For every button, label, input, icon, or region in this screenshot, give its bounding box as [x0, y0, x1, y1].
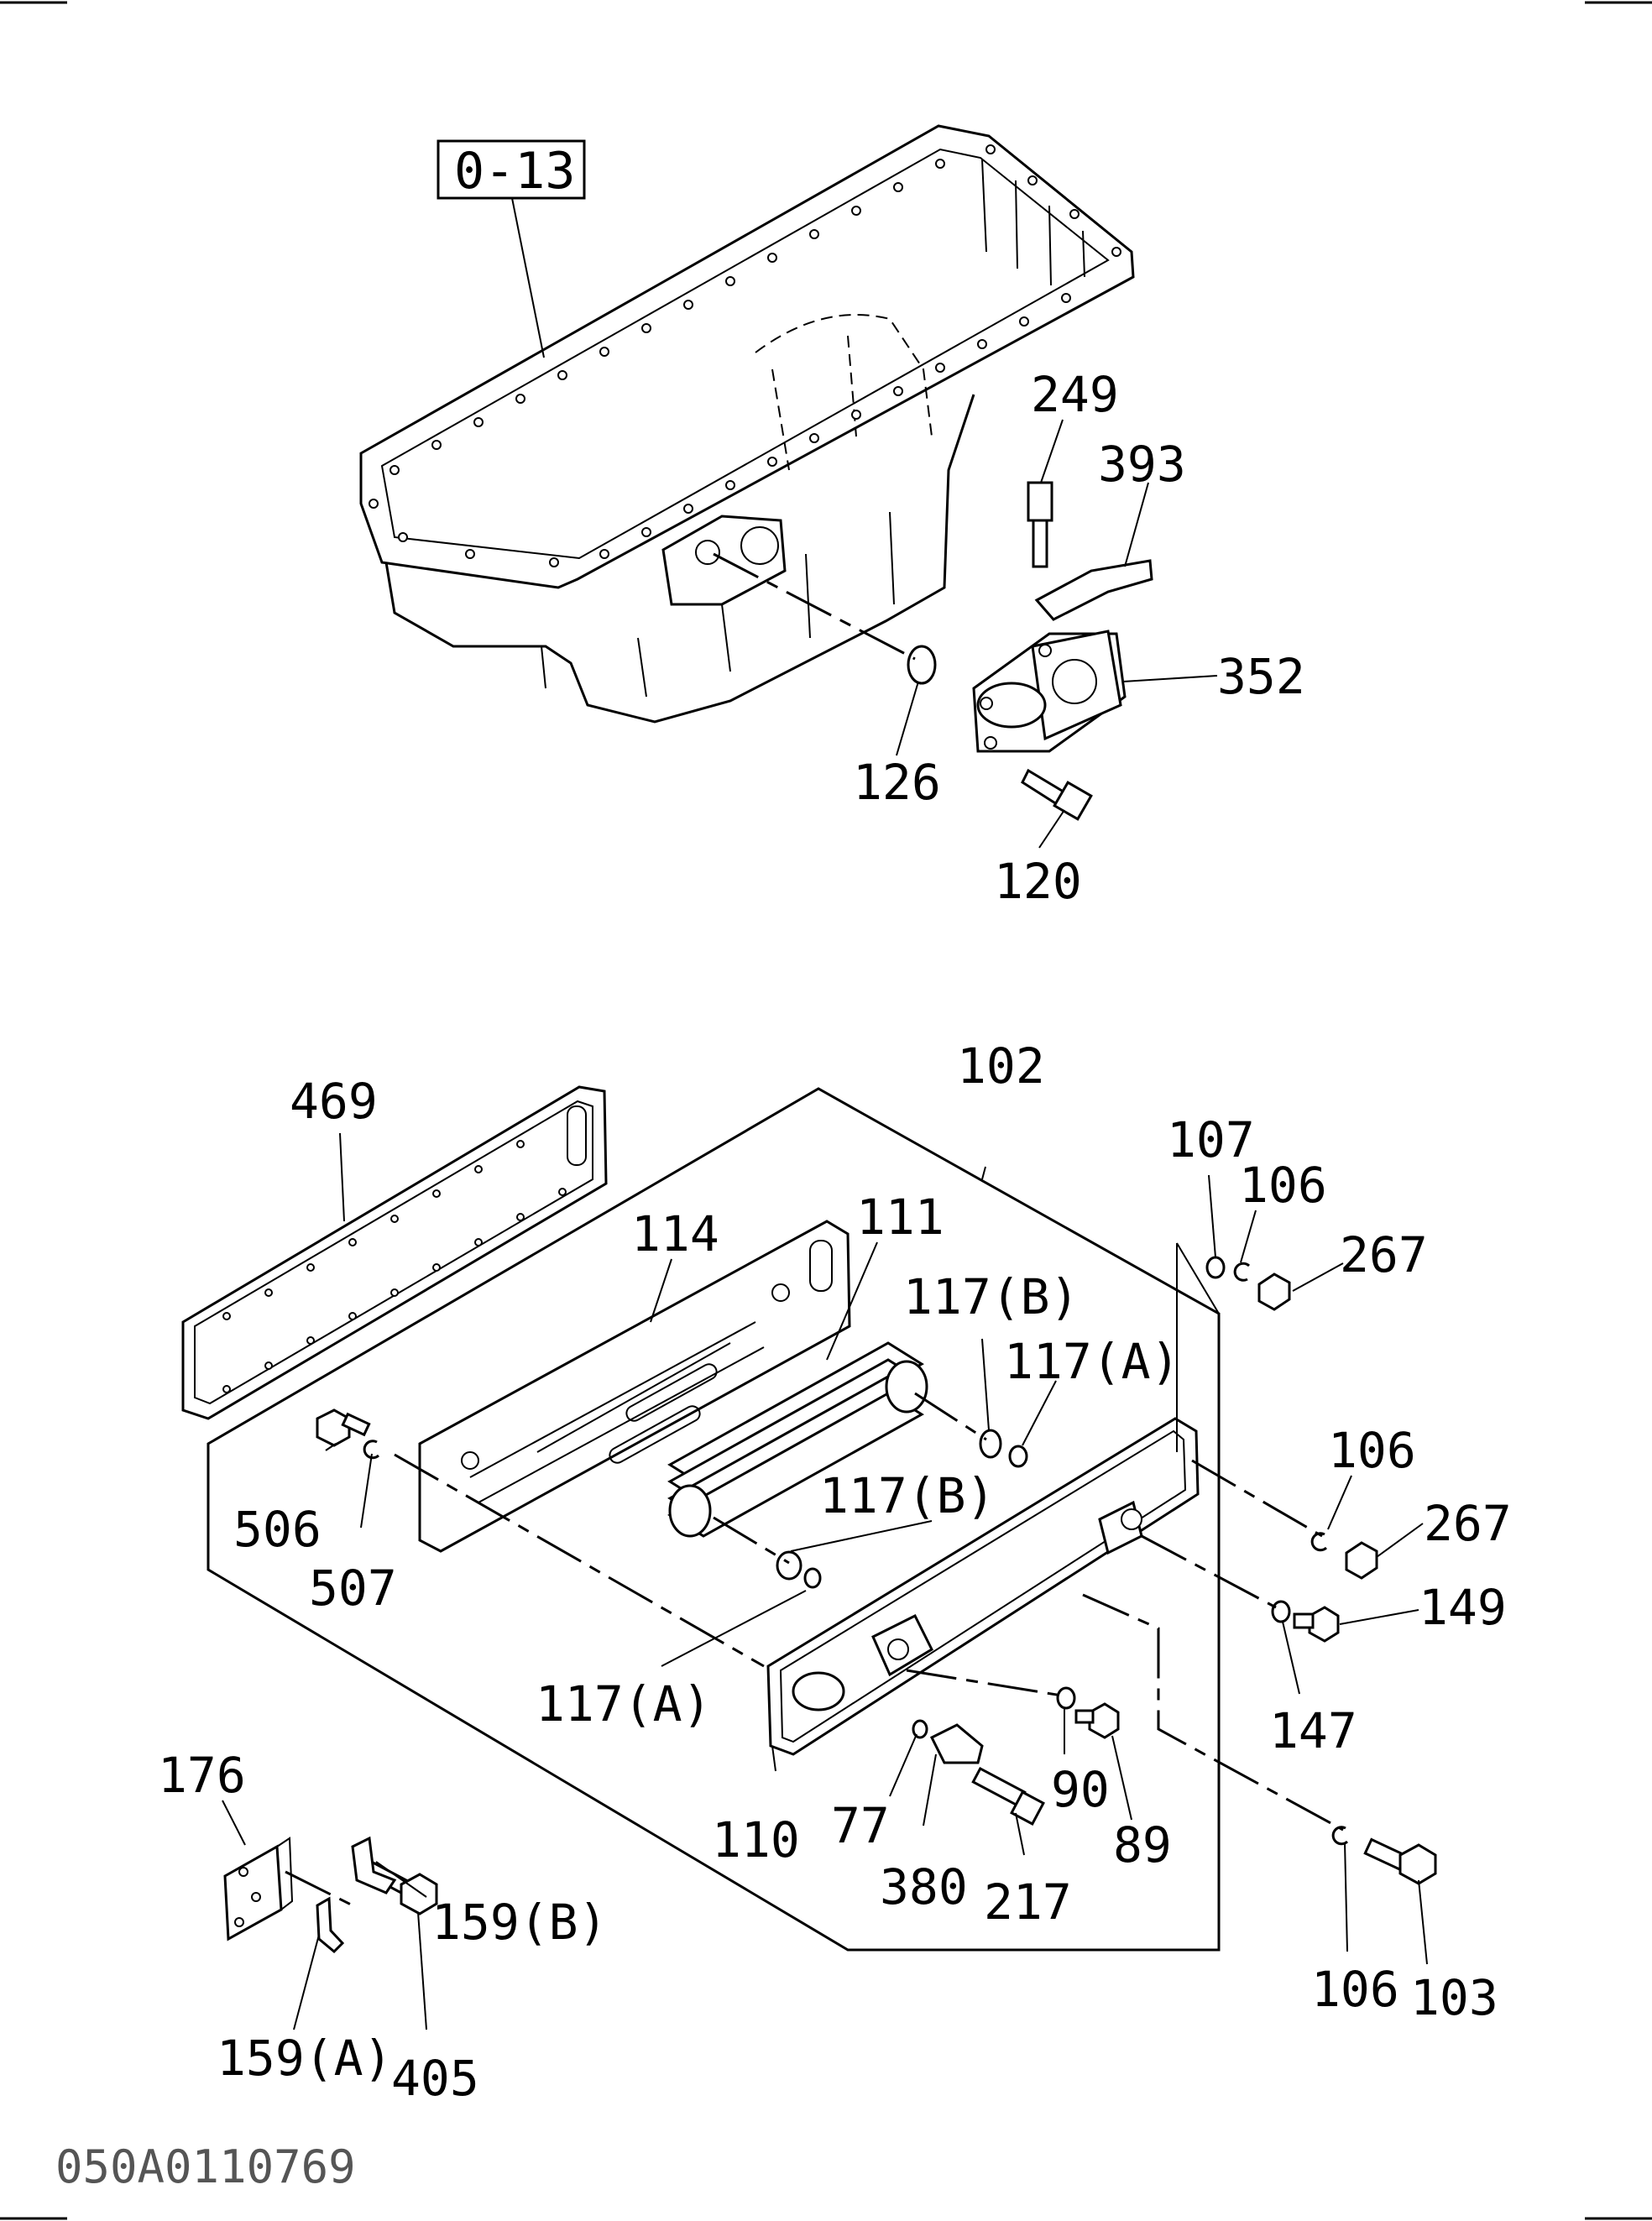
gasket-469-holes: [222, 1140, 567, 1393]
o-ring-117b-upper: [979, 1429, 1002, 1459]
bolt-120: [1021, 768, 1093, 821]
callout-111: 111: [856, 1189, 944, 1246]
snap-ring-507: [363, 1440, 380, 1460]
callout-120: 120: [994, 853, 1082, 910]
callout-107: 107: [1167, 1111, 1255, 1168]
cover-plate-352: [972, 630, 1127, 753]
callout-380: 380: [880, 1858, 968, 1915]
bolt-217: [971, 1766, 1045, 1826]
callout-103: 103: [1410, 1969, 1498, 2026]
washer-147: [1271, 1600, 1291, 1623]
callout-117b-upper: 117(B): [903, 1268, 1080, 1325]
callout-249: 249: [1031, 366, 1119, 423]
callout-106-upper: 106: [1239, 1157, 1327, 1214]
rings: [363, 1256, 1349, 1846]
bolt-103: [1363, 1837, 1437, 1885]
snap-ring-106-lower: [1331, 1826, 1349, 1846]
washer-90: [1056, 1686, 1076, 1710]
bottom-leaders: [222, 1132, 1428, 2030]
o-ring-117a-upper: [1008, 1445, 1028, 1468]
callout-507: 507: [309, 1560, 397, 1617]
callout-267-mid: 267: [1424, 1495, 1512, 1552]
clip-159b: [351, 1836, 397, 1894]
callout-393: 393: [1098, 436, 1186, 493]
washer-107: [1205, 1256, 1226, 1279]
callout-469: 469: [290, 1073, 378, 1130]
flange-holes: [369, 144, 1121, 567]
reference-box-label: 0-13: [454, 142, 576, 201]
oil-pan: [359, 124, 1135, 724]
cooler-body-110: [766, 1417, 1200, 1756]
callout-267-upper: 267: [1340, 1226, 1428, 1283]
bolt-149: [1293, 1606, 1340, 1643]
bolt-506: [316, 1408, 371, 1447]
leader-102: [981, 1166, 986, 1180]
o-ring-117b-lower: [776, 1550, 802, 1581]
cooler-core-111: [667, 1341, 928, 1538]
reference-box: 0-13: [437, 139, 586, 358]
callout-126: 126: [853, 754, 941, 811]
o-ring-126: [907, 645, 937, 685]
callout-90: 90: [1051, 1761, 1110, 1818]
bottom-callouts: 102 469 114 111 107 106 267 117(B) 117(A…: [158, 1037, 1512, 2107]
callout-117a-upper: 117(A): [1004, 1333, 1180, 1390]
o-ring-117a-lower: [803, 1567, 822, 1589]
callout-217: 217: [984, 1873, 1072, 1931]
callout-117b-lower: 117(B): [819, 1467, 996, 1524]
bracket-393: [1034, 559, 1153, 621]
callout-77: 77: [831, 1797, 890, 1854]
callout-159b: 159(B): [431, 1894, 608, 1951]
callout-106-lower: 106: [1311, 1961, 1399, 2018]
callout-159a: 159(A): [217, 2030, 393, 2087]
fitting-380: [929, 1723, 984, 1764]
callout-89: 89: [1113, 1816, 1172, 1873]
callout-110: 110: [712, 1811, 800, 1868]
callout-117a-lower: 117(A): [536, 1675, 712, 1732]
callout-147: 147: [1269, 1702, 1357, 1759]
top-callouts: 249 393 352 126 120: [853, 366, 1305, 910]
bolt-89: [1074, 1702, 1120, 1739]
snap-ring-106-mid: [1310, 1532, 1328, 1552]
gasket-469: [181, 1085, 608, 1420]
snap-ring-106-upper: [1233, 1262, 1251, 1282]
nut-267-mid: [1345, 1541, 1378, 1580]
callout-176: 176: [158, 1747, 246, 1804]
leader-dash-pan-cover: [713, 552, 916, 661]
fasteners: [316, 1273, 1437, 1915]
callout-149: 149: [1419, 1579, 1507, 1636]
callout-102: 102: [957, 1037, 1045, 1095]
callout-106-mid: 106: [1328, 1422, 1416, 1479]
assembly-dash-lines: [285, 1242, 1344, 1907]
o-ring-77: [912, 1719, 928, 1739]
cover-114: [418, 1220, 851, 1553]
callout-114: 114: [631, 1205, 719, 1262]
callout-352: 352: [1217, 648, 1305, 705]
callout-506: 506: [233, 1501, 322, 1558]
drawing-code: 050A0110769: [55, 2140, 356, 2193]
bolt-249: [1027, 481, 1053, 568]
callout-405: 405: [391, 2050, 479, 2107]
clip-159a: [316, 1896, 345, 1954]
bracket-176: [223, 1837, 294, 1941]
nut-267-upper: [1257, 1273, 1291, 1311]
top-leaders: [896, 419, 1218, 849]
